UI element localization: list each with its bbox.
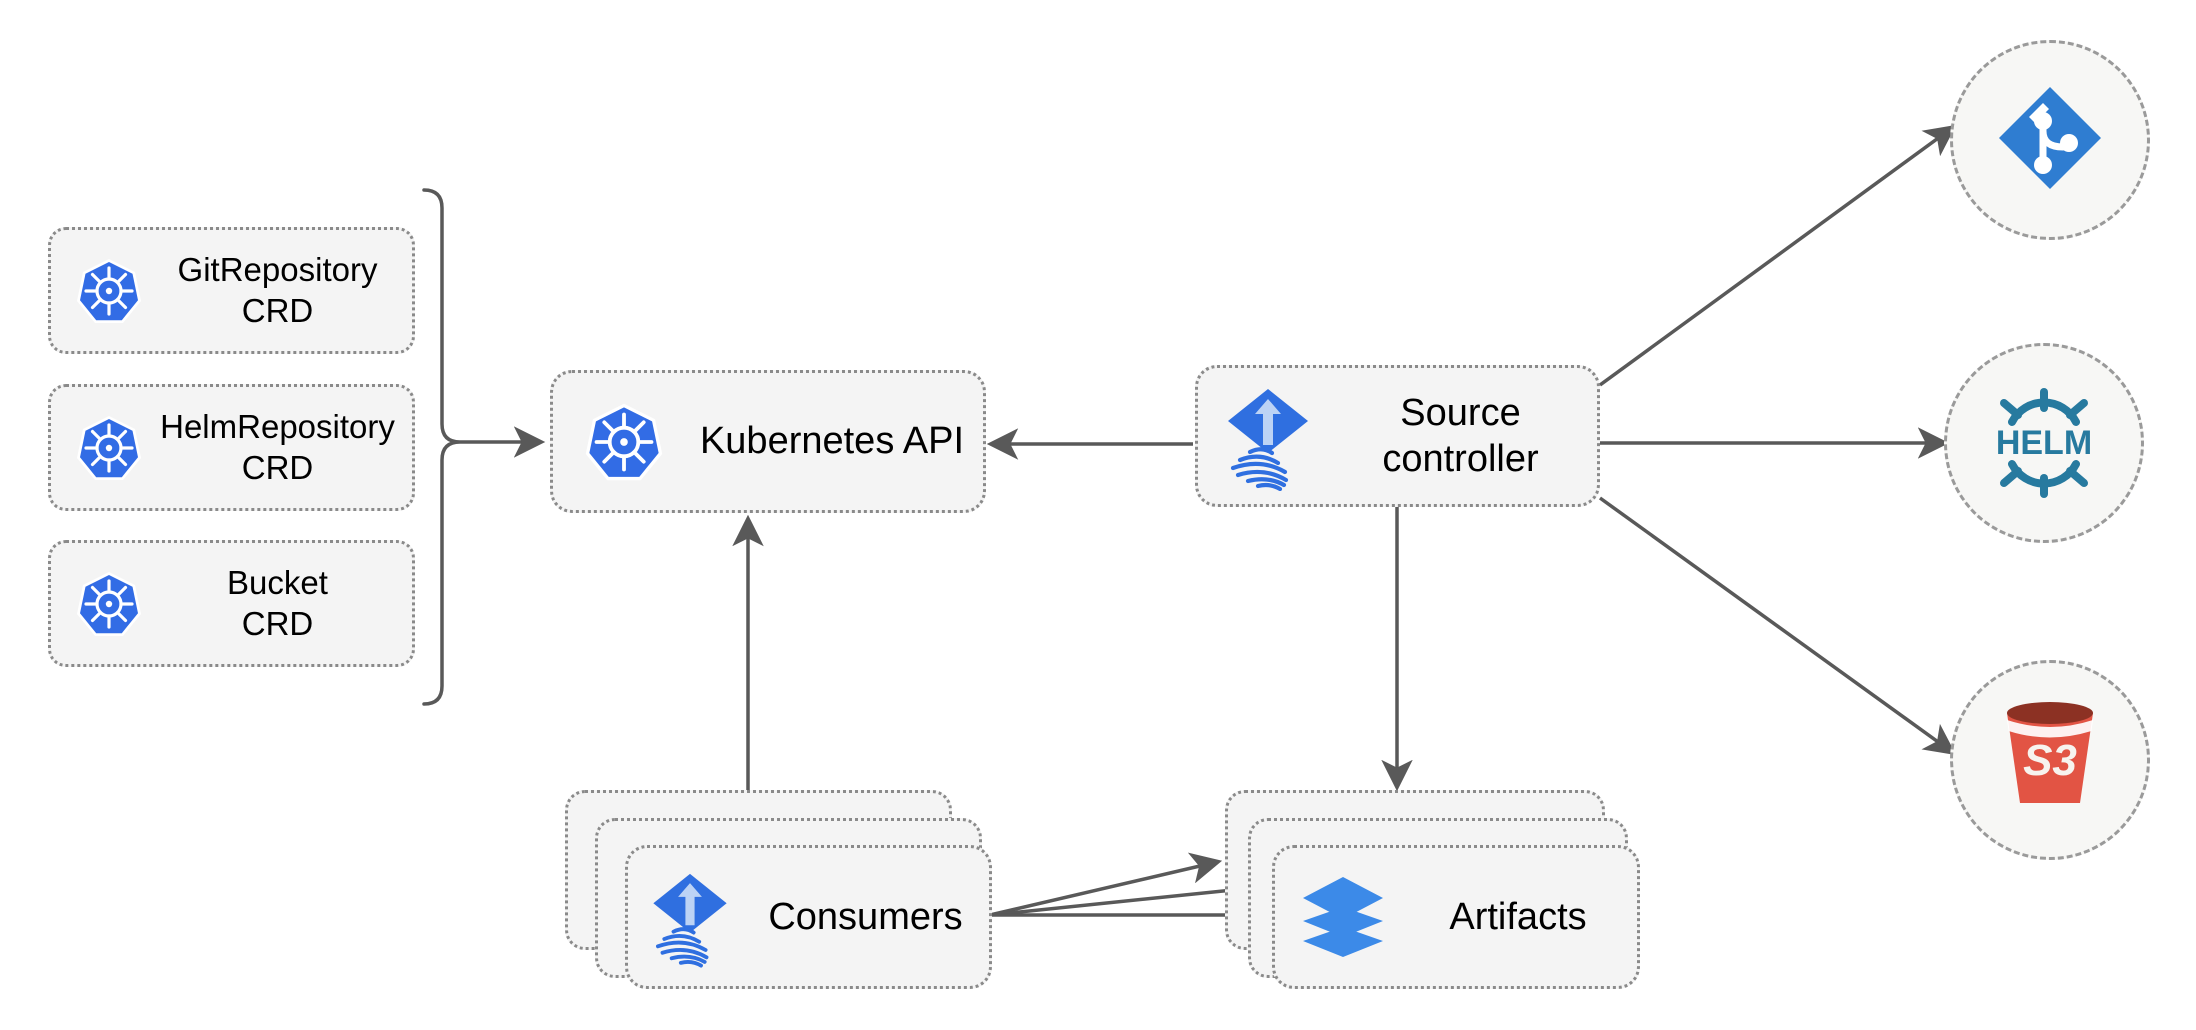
edge-consumers-to-artifacts-1 <box>989 852 1223 917</box>
node-label: Consumers <box>768 895 963 938</box>
s3-label: S3 <box>2023 736 2077 785</box>
kubernetes-icon <box>73 255 145 327</box>
crd-card-gitrepository[interactable]: GitRepository CRD <box>48 227 415 354</box>
node-label: Source controller <box>1382 391 1539 480</box>
backend-helm[interactable]: HELM <box>1944 343 2144 543</box>
crd-label: GitRepository CRD <box>177 251 378 329</box>
crd-group-brace <box>422 188 461 706</box>
backend-s3[interactable]: S3 <box>1950 660 2150 860</box>
node-source-controller[interactable]: Source controller <box>1195 365 1600 507</box>
crd-label: HelmRepository CRD <box>160 408 395 486</box>
kubernetes-icon <box>581 399 667 485</box>
node-label: Artifacts <box>1449 895 1587 938</box>
crd-card-bucket[interactable]: Bucket CRD <box>48 540 415 667</box>
kubernetes-icon <box>73 412 145 484</box>
git-icon <box>1991 79 2109 202</box>
helm-icon: HELM <box>1969 378 2119 508</box>
helm-label: HELM <box>1996 424 2092 462</box>
flux-icon <box>1220 381 1316 491</box>
backend-git[interactable] <box>1950 40 2150 240</box>
edge-source-to-s3 <box>1598 496 1957 756</box>
kubernetes-icon <box>73 568 145 640</box>
s3-icon: S3 <box>1985 695 2115 825</box>
node-label: Kubernetes API <box>699 420 965 463</box>
layers-icon <box>1297 871 1389 963</box>
node-kubernetes-api[interactable]: Kubernetes API <box>550 370 986 513</box>
edge-source-to-git <box>1598 124 1957 387</box>
node-consumers[interactable]: Consumers <box>625 845 992 989</box>
crd-card-helmrepository[interactable]: HelmRepository CRD <box>48 384 415 511</box>
flux-icon <box>646 866 734 968</box>
edge-consumers-to-artifacts-2 <box>989 874 1268 917</box>
crd-label: Bucket CRD <box>227 564 328 642</box>
node-artifacts[interactable]: Artifacts <box>1272 845 1640 989</box>
